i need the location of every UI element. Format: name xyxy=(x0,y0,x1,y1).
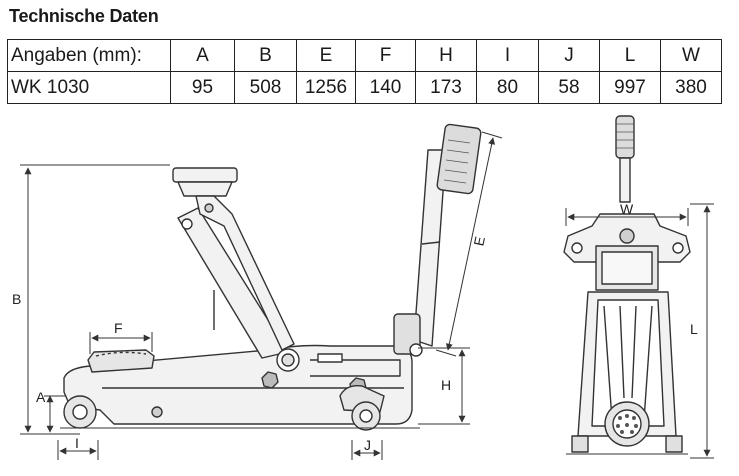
dimension-label-i: I xyxy=(75,435,79,451)
value-cell-b: 508 xyxy=(234,71,297,104)
column-header-b: B xyxy=(234,39,297,72)
column-header-h: H xyxy=(415,39,477,72)
value-cell-e: 1256 xyxy=(296,71,356,104)
column-header-a: A xyxy=(170,39,235,72)
value-cell-f: 140 xyxy=(355,71,416,104)
dimension-label-l: L xyxy=(690,321,698,337)
header-label-cell: Angaben (mm): xyxy=(7,39,171,72)
value-cell-a: 95 xyxy=(170,71,235,104)
dimension-label-e: E xyxy=(470,235,488,247)
jack-front-view xyxy=(563,115,691,455)
dimension-label-j: J xyxy=(364,437,371,453)
column-header-j: J xyxy=(538,39,600,72)
table-row: WK 1030 95 508 1256 140 173 80 58 997 38… xyxy=(7,71,722,104)
value-cell-j: 58 xyxy=(538,71,600,104)
front-view-dimensions xyxy=(565,203,714,459)
section-heading: Technische Daten xyxy=(9,6,159,26)
dimension-label-b: B xyxy=(12,291,21,307)
value-cell-h: 173 xyxy=(415,71,477,104)
column-header-e: E xyxy=(296,39,356,72)
column-header-i: I xyxy=(476,39,539,72)
model-cell: WK 1030 xyxy=(7,71,171,104)
specifications-table: Angaben (mm): A B E F H I J L W WK 1030 … xyxy=(7,39,722,104)
dimension-label-w: W xyxy=(620,201,634,217)
value-cell-l: 997 xyxy=(599,71,661,104)
jack-side-view xyxy=(60,123,482,431)
dimension-label-f: F xyxy=(114,320,123,336)
dimension-label-a: A xyxy=(36,389,46,405)
side-view-dimensions xyxy=(20,131,503,460)
table-header-row: Angaben (mm): A B E F H I J L W xyxy=(7,39,722,72)
dimension-label-h: H xyxy=(441,377,451,393)
value-cell-w: 380 xyxy=(660,71,722,104)
value-cell-i: 80 xyxy=(476,71,539,104)
column-header-w: W xyxy=(660,39,722,72)
